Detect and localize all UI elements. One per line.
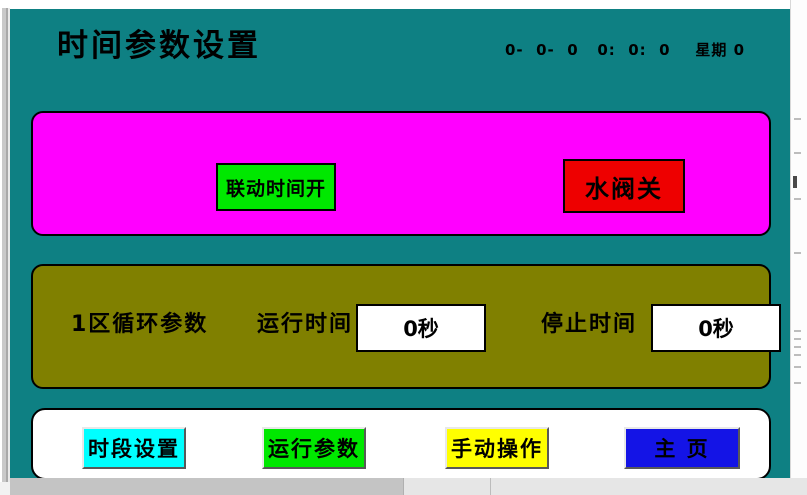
status-panel: 联动时间开 水阀关 (31, 111, 771, 236)
nav-button-home[interactable]: 主 页 (624, 427, 740, 469)
stop-time-input[interactable]: 0秒 (651, 304, 781, 352)
run-time-label: 运行时间 (257, 312, 354, 337)
chrome-tick (793, 176, 797, 188)
water-valve-status-button[interactable]: 水阀关 (563, 159, 685, 213)
zone-cycle-label: 1区循环参数 (71, 312, 209, 337)
nav-button-manual-operation[interactable]: 手动操作 (445, 427, 549, 469)
nav-button-run-parameters[interactable]: 运行参数 (262, 427, 366, 469)
chrome-tick (794, 354, 801, 356)
run-time-input[interactable]: 0秒 (356, 304, 486, 352)
chrome-tick (794, 330, 801, 332)
window-top-margin (0, 0, 807, 9)
window-bottom-right-chrome (403, 478, 807, 495)
chrome-tick (794, 198, 801, 200)
chrome-tick (794, 118, 801, 120)
hmi-application-window: 时间参数设置 0- 0- 0 0: 0: 0 星期 0 联动时间开 水阀关 1区… (10, 9, 790, 478)
page-title: 时间参数设置 (57, 28, 261, 64)
datetime-display: 0- 0- 0 0: 0: 0 星期 0 (505, 41, 746, 59)
chrome-tick (794, 366, 801, 368)
window-bottom-divider (490, 478, 491, 495)
nav-button-time-period-settings[interactable]: 时段设置 (82, 427, 186, 469)
chrome-tick (794, 252, 801, 254)
chrome-tick (794, 346, 801, 348)
stop-time-label: 停止时间 (541, 312, 638, 337)
window-right-chrome (790, 0, 807, 478)
chrome-tick (794, 152, 801, 154)
linkage-time-button[interactable]: 联动时间开 (216, 163, 336, 211)
window-left-chrome (0, 8, 10, 482)
cycle-parameter-panel: 1区循环参数 运行时间 0秒 停止时间 0秒 (31, 264, 781, 389)
chrome-tick (794, 338, 801, 340)
chrome-tick (794, 382, 801, 384)
navigation-bar: 时段设置 运行参数 手动操作 主 页 (31, 408, 771, 478)
